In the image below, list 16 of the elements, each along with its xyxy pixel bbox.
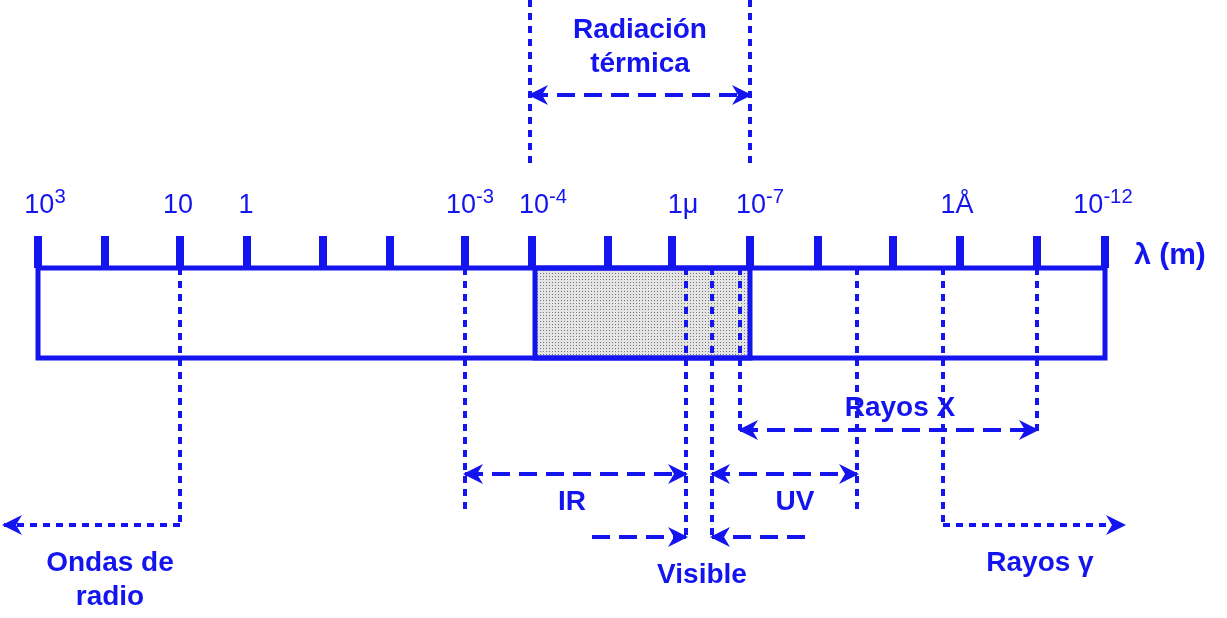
tick-label: 1μ <box>666 188 700 221</box>
band-label: UV <box>774 484 816 518</box>
band-label: Rayos γ <box>985 545 1095 579</box>
tick-label: 10 <box>161 188 194 221</box>
tick-label: 10$^{-7}$ <box>734 188 786 221</box>
axis-label: λ (m) <box>1133 236 1207 272</box>
band-label: Ondas de radio <box>45 545 175 613</box>
tick-label: 1Å <box>939 188 975 221</box>
band-label: Visible <box>656 557 748 591</box>
tick-label: 10$^{-3}$ <box>444 188 496 221</box>
tick-label: 10$^{-12}$ <box>1072 188 1134 221</box>
tick-label: 10$^{3}$ <box>23 188 67 221</box>
tick-label: 10$^{-4}$ <box>517 188 569 221</box>
band-label: IR <box>557 484 587 518</box>
band-label: Radiación térmica <box>572 12 708 80</box>
tick-label: 1 <box>237 188 255 221</box>
